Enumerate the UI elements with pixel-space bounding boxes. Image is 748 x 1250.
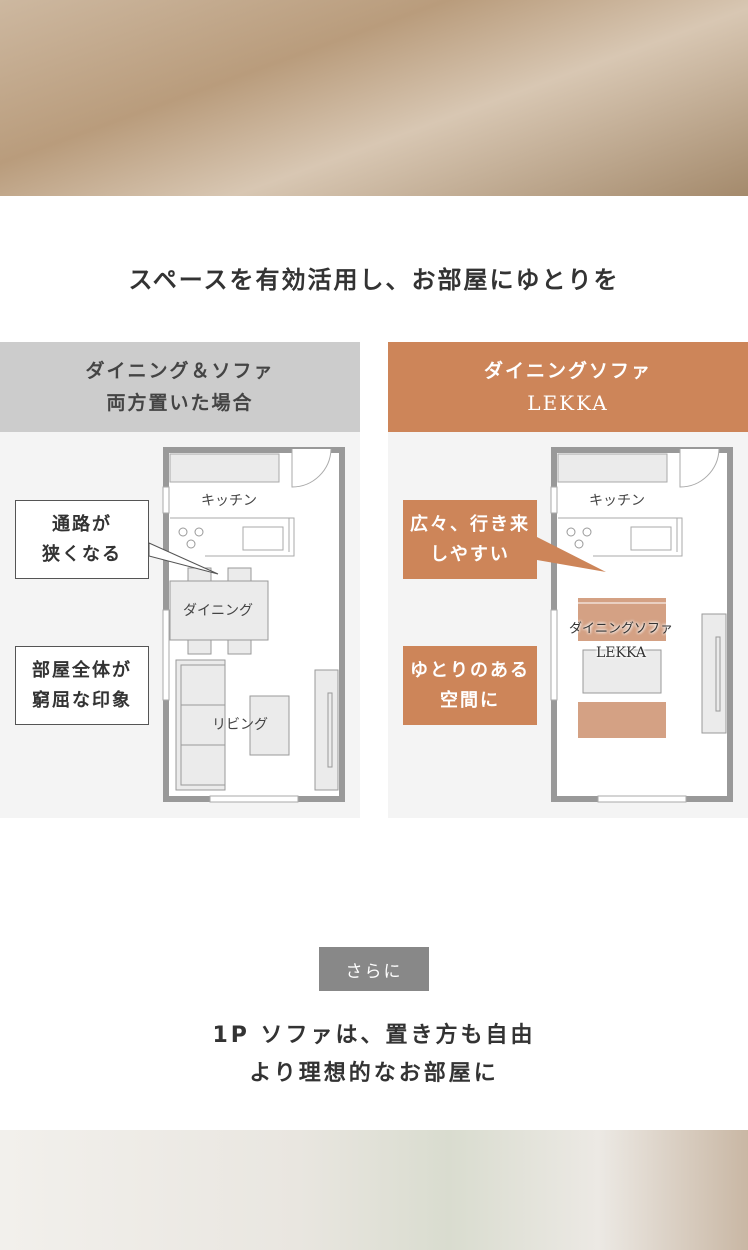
left-title-line1: ダイニング＆ソファ [85,360,275,382]
callout-text: 部屋全体が [32,659,132,681]
floor-plans [148,447,733,803]
left-floor-plan [148,447,345,803]
lifestyle-photo [0,1130,748,1250]
left-title-line2: 両方置いた場合 [106,392,254,414]
left-living-label: リビング [212,717,268,733]
callout-text: しやすい [430,543,510,565]
furthermore-badge: さらに [319,947,429,991]
left-dining-label: ダイニング [183,603,253,619]
right-title-line2: LEKKA [527,391,609,415]
callout-text: ゆとりのある [410,659,530,681]
right-callout-spacious: 広々、行き来しやすい [403,500,537,579]
left-callout-narrow-passage: 通路が狭くなる [15,500,149,579]
subheading-line1: 1P ソファは、置き方も自由 [212,1023,536,1048]
right-callout-roomy: ゆとりのある空間に [403,646,537,725]
callout-text: 広々、行き来 [410,513,530,535]
sofa-name: LEKKA [596,645,646,661]
subheading-line2: より理想的なお部屋に [249,1061,499,1086]
right-title-line1: ダイニングソファ [483,360,652,382]
callout-text: 通路が [52,513,112,535]
callout-text: 空間に [440,689,500,711]
callout-text: 狭くなる [42,543,122,565]
sofa-label: ダイニングソファ [568,621,674,637]
right-kitchen-label: キッチン [589,493,645,509]
left-kitchen-label: キッチン [201,493,257,509]
right-panel-header: ダイニングソファ LEKKA [388,342,748,432]
right-floor-plan [537,447,733,803]
hero-photo-dining-sofa [0,0,748,196]
callout-text: 窮屈な印象 [32,689,132,711]
left-panel-header: ダイニング＆ソファ 両方置いた場合 [0,342,360,432]
section-heading: スペースを有効活用し、お部屋にゆとりを [128,266,620,294]
left-callout-cramped: 部屋全体が窮屈な印象 [15,646,149,725]
